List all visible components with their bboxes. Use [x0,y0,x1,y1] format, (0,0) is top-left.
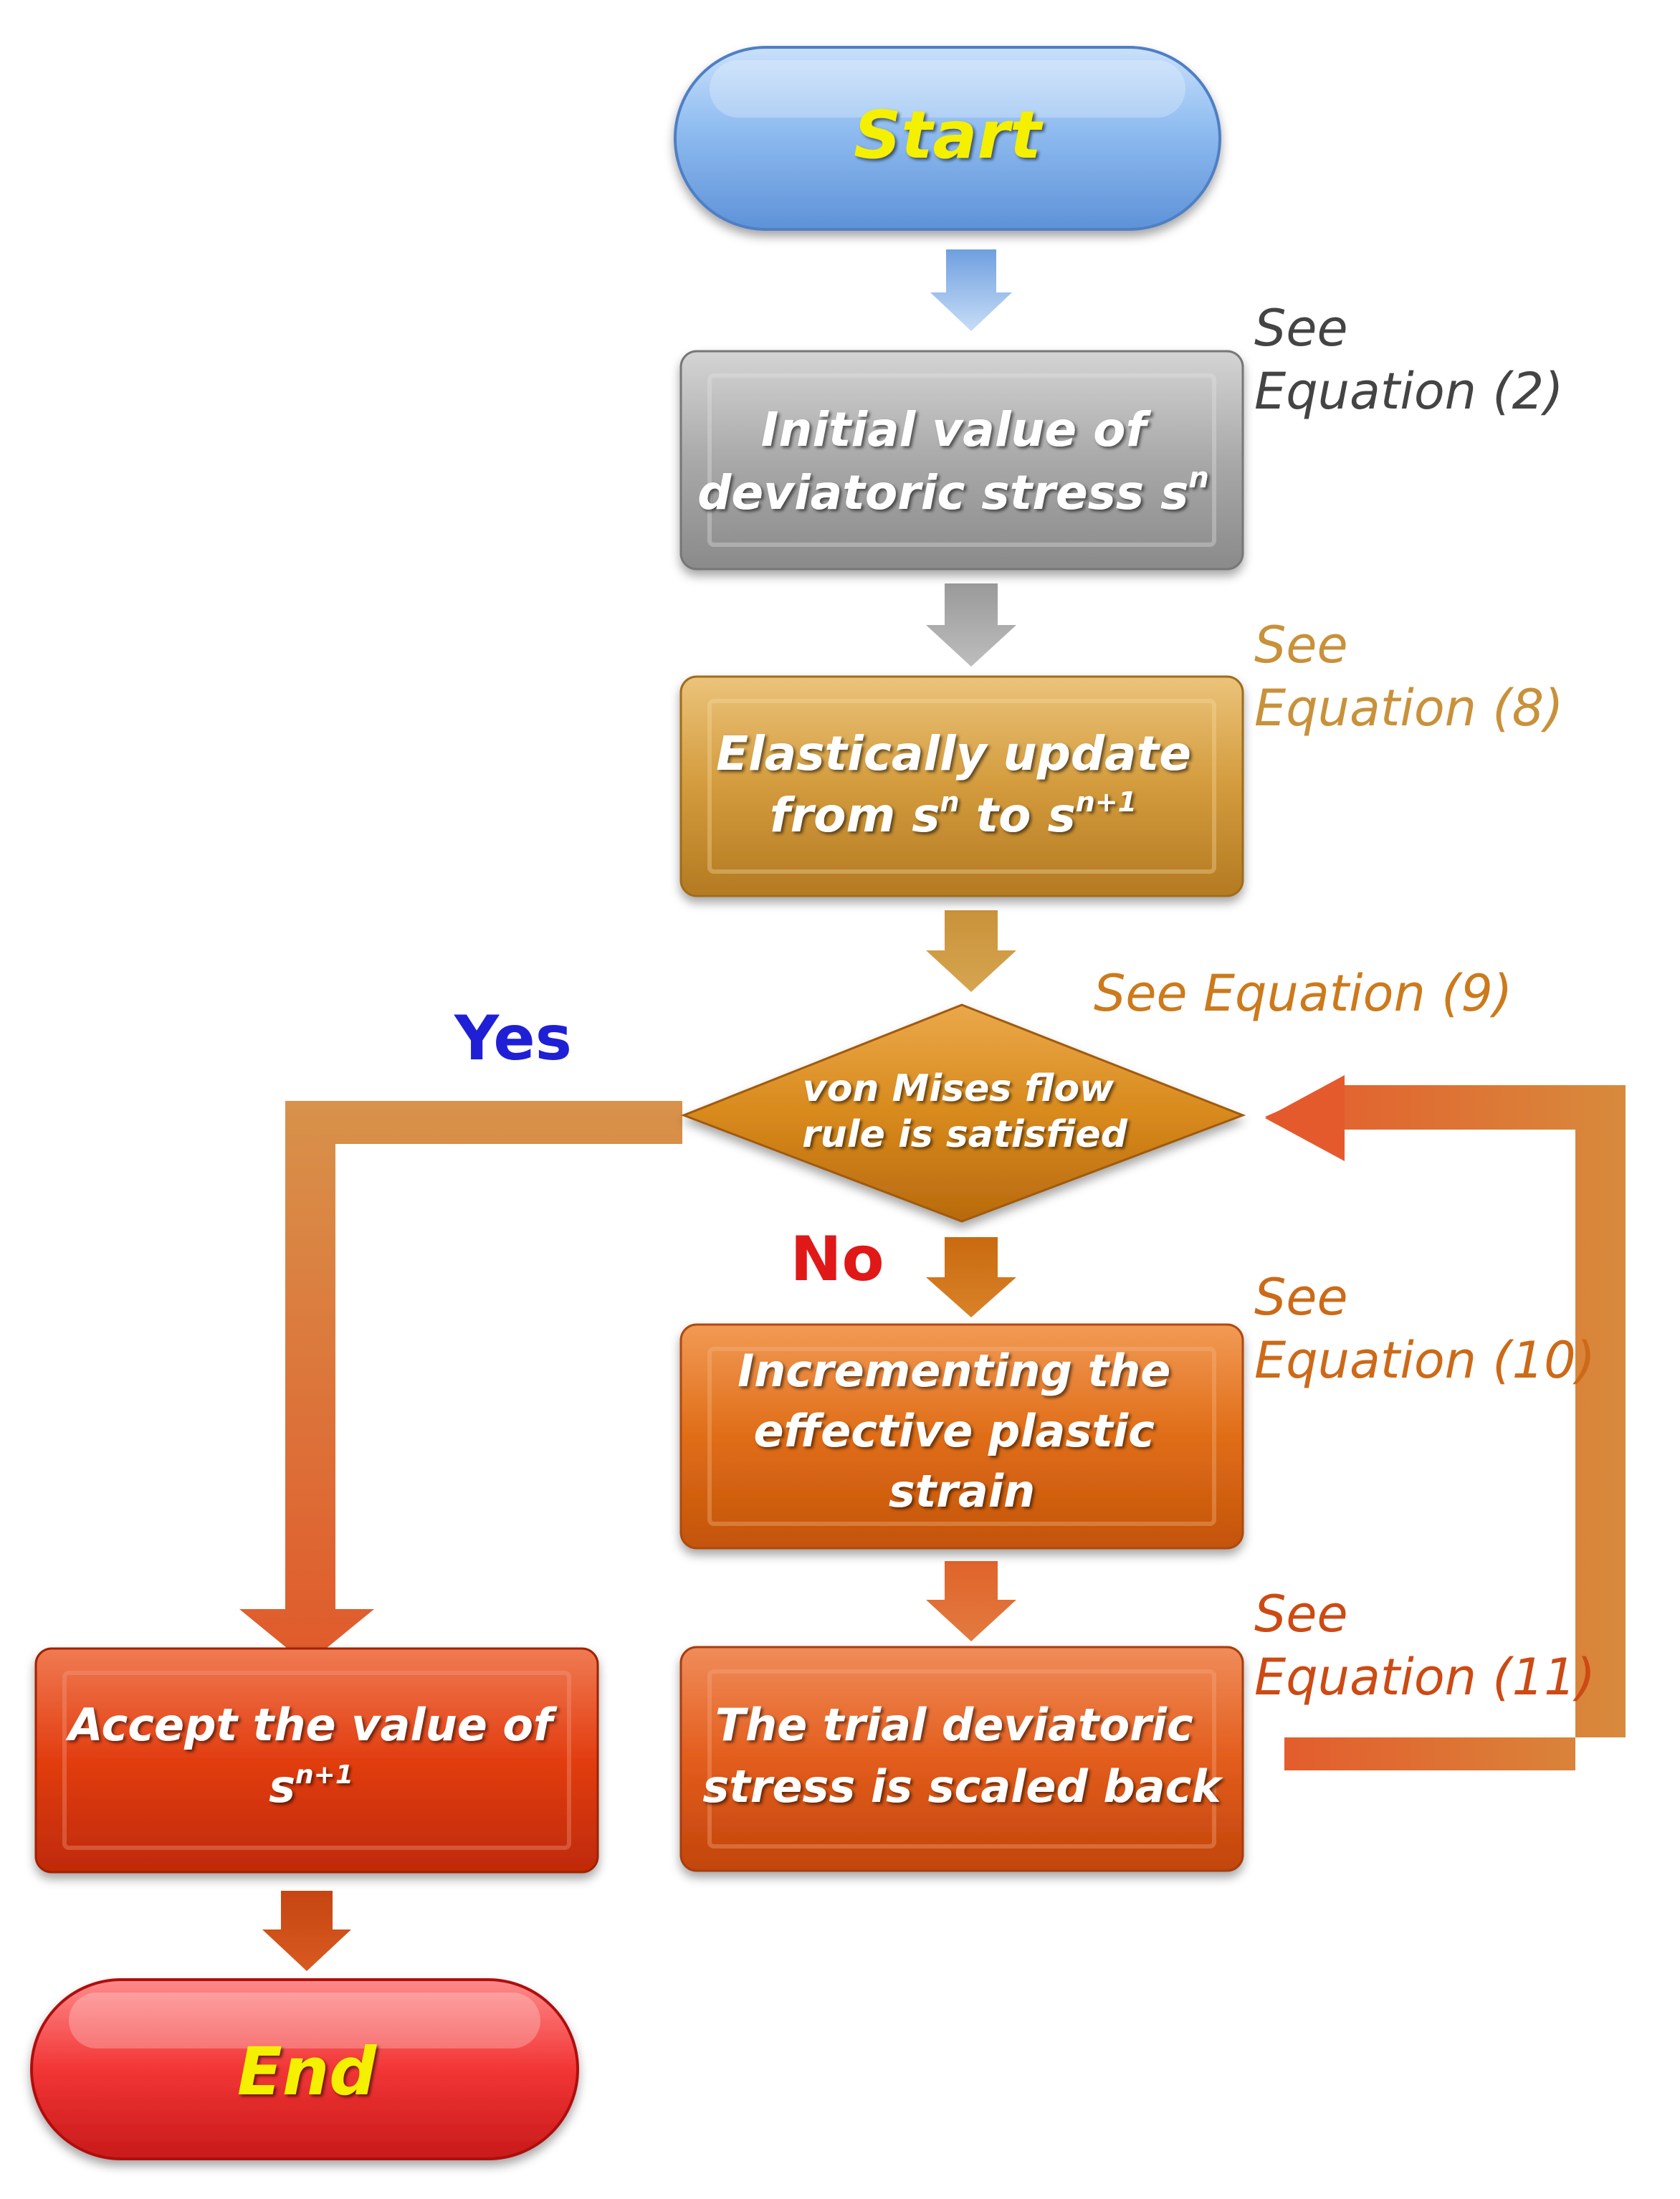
start-label: Start [854,97,1044,173]
arrow-elastic-to-decision [926,910,1016,992]
arrow-decision-to-increment [926,1237,1016,1317]
arrow-initial-to-elastic [926,583,1016,667]
von-mises-decision-node[interactable] [680,1003,1246,1223]
elastic-update-text: Elastically update from sn to sn+1 [716,726,1208,843]
yes-branch-connector [239,1101,682,1664]
note-equation-2: See Equation (2) [1254,299,1563,421]
note-equation-9: See Equation (9) [1094,964,1512,1023]
arrow-increment-to-scaled [926,1561,1016,1641]
end-node[interactable] [30,1978,579,2160]
incrementing-strain-text: Incrementing the effective plastic strai… [738,1345,1186,1517]
note-equation-11: See Equation (11) [1254,1585,1595,1707]
start-node[interactable] [674,46,1221,231]
loop-back-arrowhead [1265,1075,1345,1161]
accept-value-node[interactable] [34,1647,599,1874]
scaled-back-text: The trial deviatoric stress is scaled ba… [702,1699,1223,1813]
initial-value-node[interactable] [679,350,1244,571]
initial-value-text: Initial value of deviatoric stress sn [697,402,1209,520]
yes-branch-label: Yes [454,1003,572,1074]
scaled-back-node[interactable] [679,1646,1244,1872]
loop-back-connector [1265,1082,1626,1770]
note-equation-8: See Equation (8) [1254,616,1563,738]
end-label: End [237,2033,377,2110]
no-branch-label: No [790,1223,884,1295]
arrow-start-to-initial [930,249,1012,331]
elastic-update-node[interactable] [679,675,1244,897]
incrementing-strain-node[interactable] [679,1323,1244,1550]
arrow-accept-to-end [262,1891,351,1971]
von-mises-decision-text: von Mises flow rule is satisfied [802,1067,1128,1156]
accept-value-text: Accept the value of sn+1 [65,1699,568,1813]
note-equation-10: See Equation (10) [1254,1268,1595,1390]
